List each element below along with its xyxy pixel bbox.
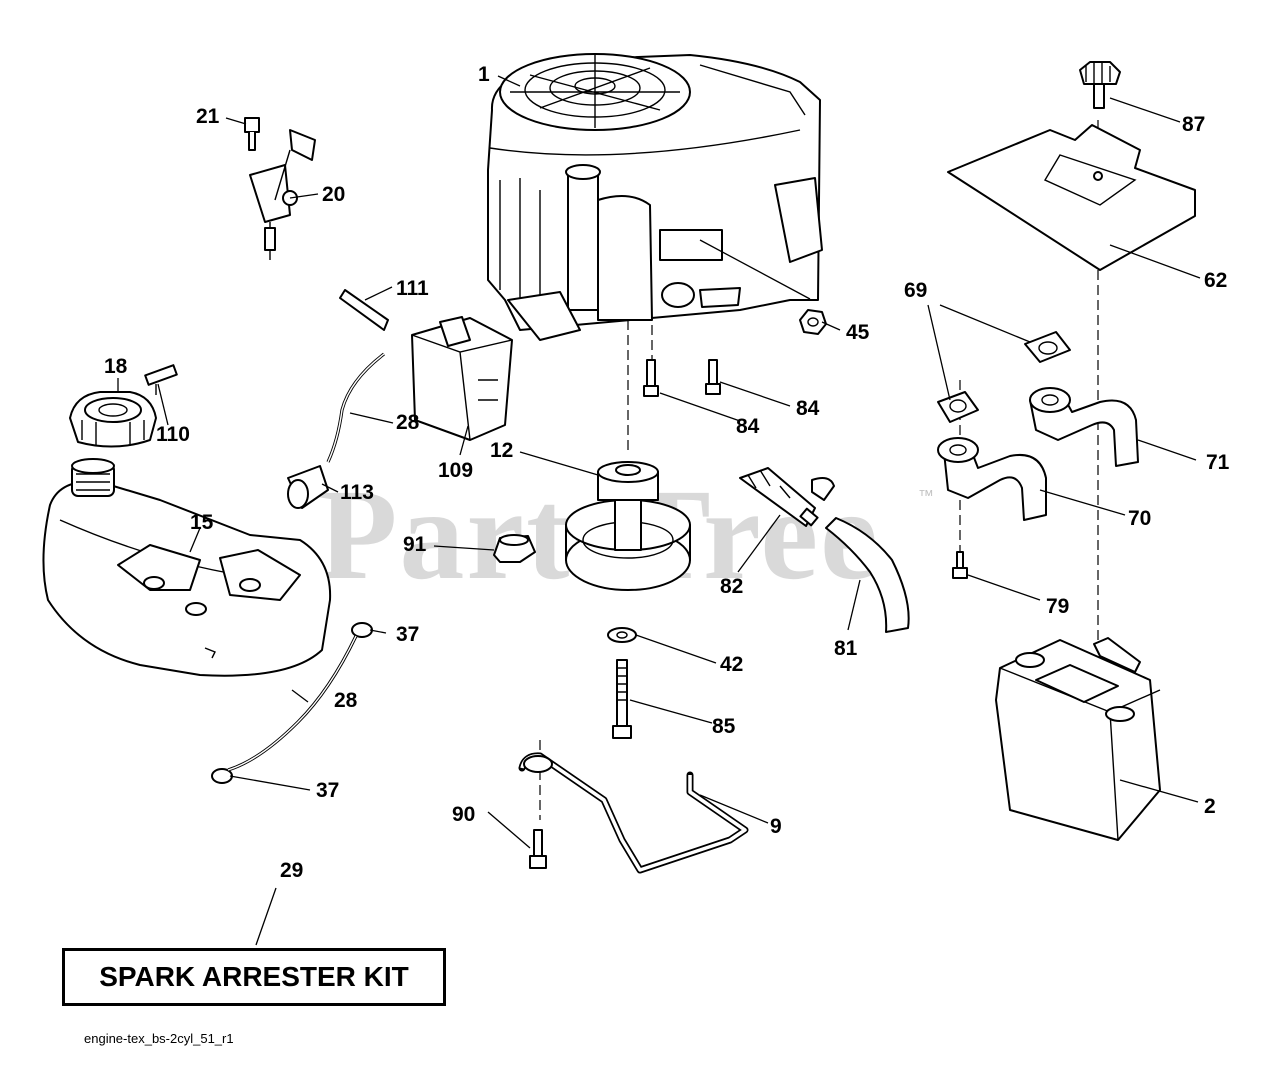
- callout-21: 21: [196, 105, 220, 128]
- fitting-113-part: [287, 465, 329, 509]
- callout-82: 82: [720, 575, 744, 598]
- callout-1: 1: [478, 63, 490, 86]
- fuel-line-lower-part: [227, 635, 358, 772]
- bolt-85-part: [612, 659, 632, 739]
- callout-113: 113: [340, 481, 374, 504]
- callout-69: 69: [904, 279, 928, 302]
- pulley-upper-part: [597, 461, 659, 501]
- fuel-cap-part: [69, 391, 157, 448]
- callout-84-lower: 84: [736, 415, 760, 438]
- bolt-84a-part: [643, 359, 659, 397]
- callout-2: 2: [1204, 795, 1216, 818]
- gasket-69a-part: [1024, 331, 1071, 363]
- bracket-9-part: [518, 752, 749, 874]
- knob-87-part: [1079, 61, 1121, 109]
- callout-37-lower: 37: [316, 779, 340, 802]
- washer-42-part: [607, 627, 637, 643]
- spark-arrester-kit-box: SPARK ARRESTER KIT: [62, 948, 446, 1006]
- muffler-2-part: [995, 637, 1161, 841]
- callout-45: 45: [846, 321, 870, 344]
- callout-87: 87: [1182, 113, 1206, 136]
- diagram-code: engine-tex_bs-2cyl_51_r1: [84, 1031, 234, 1046]
- hose-81-part: [825, 517, 910, 633]
- callout-90: 90: [452, 803, 476, 826]
- gasket-69b-part: [937, 391, 979, 423]
- callout-12: 12: [490, 439, 514, 462]
- watermark-trademark: ™: [918, 488, 934, 505]
- callout-28-lower: 28: [334, 689, 358, 712]
- fuel-tank-part: [42, 458, 332, 677]
- throttle-control-part: [249, 129, 316, 260]
- fuel-pump-82-part: [739, 467, 835, 527]
- callout-42: 42: [720, 653, 744, 676]
- bolt-21-part: [244, 117, 260, 151]
- callout-81: 81: [834, 637, 858, 660]
- leader-lines: [117, 75, 1201, 946]
- bolt-79-part: [952, 551, 968, 579]
- bushing-91-part: [493, 534, 536, 563]
- shield-62-part: [947, 124, 1196, 271]
- engine-part: [487, 53, 823, 341]
- callout-62: 62: [1204, 269, 1228, 292]
- clamp-37a-part: [351, 622, 373, 638]
- canister-109-part: [411, 316, 513, 441]
- callout-29: 29: [280, 859, 304, 882]
- callout-84-upper: 84: [796, 397, 820, 420]
- callout-9: 9: [770, 815, 782, 838]
- callout-79: 79: [1046, 595, 1070, 618]
- pulley-lower-part: [565, 499, 691, 591]
- callout-110: 110: [156, 423, 190, 446]
- callout-111: 111: [396, 277, 429, 300]
- fuel-line-upper-part: [326, 352, 385, 463]
- hose-111-part: [339, 289, 389, 331]
- callout-85: 85: [712, 715, 736, 738]
- callout-15: 15: [190, 511, 214, 534]
- exhaust-pipe-71-part: [1029, 387, 1139, 467]
- callout-20: 20: [322, 183, 346, 206]
- callout-70: 70: [1128, 507, 1152, 530]
- callout-71: 71: [1206, 451, 1230, 474]
- callout-28-upper: 28: [396, 411, 420, 434]
- fitting-110-part: [144, 364, 178, 395]
- callout-91: 91: [403, 533, 427, 556]
- bolt-84b-part: [705, 359, 721, 395]
- callout-37-upper: 37: [396, 623, 420, 646]
- bolt-90-part: [529, 829, 547, 869]
- callout-109: 109: [438, 459, 474, 482]
- exhaust-pipe-70-part: [937, 437, 1047, 521]
- callout-18: 18: [104, 355, 128, 378]
